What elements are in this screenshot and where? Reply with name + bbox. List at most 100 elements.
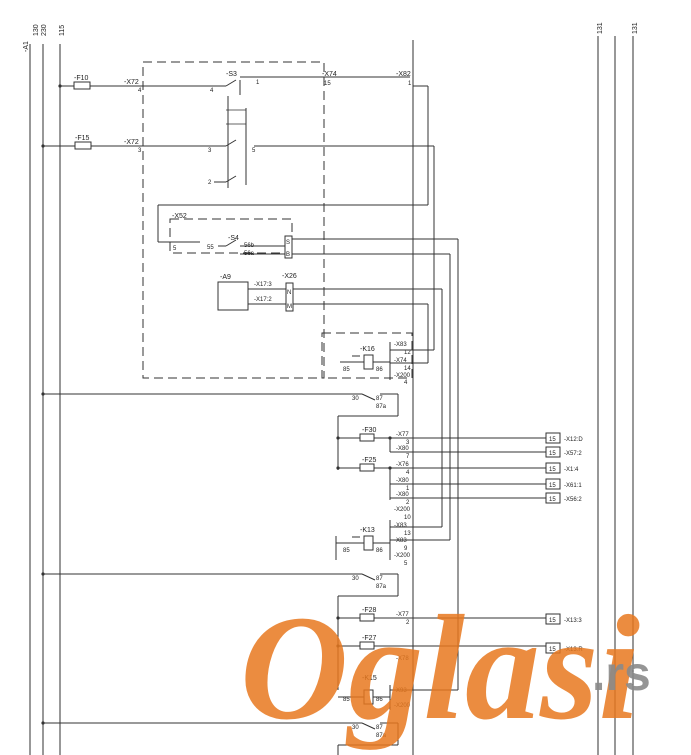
svg-text:2: 2 — [406, 500, 410, 506]
svg-text:5: 5 — [173, 246, 177, 252]
rail-labels: -A1 130 230 115 131 131 — [23, 22, 639, 52]
svg-text:-X200: -X200 — [394, 553, 411, 559]
relay-k16-coil — [363, 354, 374, 370]
svg-text:86: 86 — [376, 367, 383, 373]
svg-text:M: M — [287, 304, 292, 310]
svg-text:-X13:R: -X13:R — [564, 647, 583, 653]
svg-text:15: 15 — [324, 81, 331, 87]
svg-text:30: 30 — [352, 396, 359, 402]
svg-text:15: 15 — [549, 437, 556, 443]
svg-text:3: 3 — [208, 148, 212, 154]
rail-label-131b: 131 — [632, 22, 639, 34]
label-f10: -F10 — [74, 75, 89, 82]
svg-text:-X93: -X93 — [394, 688, 407, 694]
terminals-x74-x82: -X74 15 -X82 1 — [254, 71, 435, 350]
fuse-f27-circuit: -F27 -X78 — [336, 635, 546, 662]
svg-text:-X1:4: -X1:4 — [564, 467, 579, 473]
svg-text:87: 87 — [376, 725, 383, 731]
svg-text:4: 4 — [404, 380, 408, 386]
label-s4: -S4 — [228, 235, 239, 242]
svg-text:-X83: -X83 — [394, 342, 407, 348]
label-k15: -K15 — [362, 675, 377, 682]
svg-text:-X56:2: -X56:2 — [564, 497, 582, 503]
svg-text:14: 14 — [404, 366, 411, 372]
svg-text:87a: 87a — [376, 733, 387, 739]
svg-text:B: B — [286, 252, 290, 258]
rail-label-131a: 131 — [597, 22, 604, 34]
svg-text:2: 2 — [208, 180, 212, 186]
fuse-f15-circuit: -F15 -X72 3 — [41, 135, 214, 154]
svg-text:10: 10 — [404, 515, 411, 521]
svg-text:2: 2 — [406, 620, 410, 626]
svg-text:-X200: -X200 — [394, 703, 411, 709]
label-x72a: -X72 — [124, 79, 139, 86]
svg-text:86: 86 — [376, 697, 383, 703]
relay-contact-1: 30 87 87a — [41, 392, 399, 470]
svg-text:-X83: -X83 — [394, 523, 407, 529]
svg-text:87: 87 — [376, 396, 383, 402]
svg-text:-X200: -X200 — [394, 373, 411, 379]
svg-text:-X13:3: -X13:3 — [564, 618, 582, 624]
svg-text:15: 15 — [549, 483, 556, 489]
label-f15: -F15 — [75, 135, 90, 142]
svg-text:15: 15 — [549, 497, 556, 503]
svg-text:1: 1 — [408, 81, 412, 87]
relay-contact-2: 30 87 87a — [41, 572, 399, 690]
label-x52: -X52 — [172, 213, 187, 220]
svg-text:-X76: -X76 — [396, 462, 409, 468]
relay-k15: -K15 85 86 -X93 -X200 — [338, 675, 458, 710]
label-x82: -X82 — [396, 71, 411, 78]
svg-text:13: 13 — [404, 531, 411, 537]
fuse-f30-circuit: -F30 -X77 3 -X80 7 — [336, 427, 546, 460]
dashed-enclosure-x52 — [169, 218, 293, 254]
svg-text:S: S — [286, 240, 290, 246]
ref-tag: 15 -X13:3 — [545, 613, 582, 625]
svg-text:5: 5 — [404, 561, 408, 567]
module-a9: -A9 -X26 -X17:3 -X17:2 N M — [217, 273, 443, 527]
label-f30: -F30 — [362, 427, 377, 434]
svg-text:15: 15 — [549, 451, 556, 457]
fuse-f10-circuit: -F10 -X72 4 — [58, 75, 214, 94]
label-x72b: -X72 — [124, 139, 139, 146]
svg-text:-X74: -X74 — [394, 358, 407, 364]
label-a9: -A9 — [220, 274, 231, 281]
svg-text:3: 3 — [138, 148, 142, 154]
label-x17-3: -X17:3 — [254, 282, 272, 288]
label-s3: -S3 — [226, 71, 237, 78]
svg-text:-X61:1: -X61:1 — [564, 483, 582, 489]
svg-text:1: 1 — [256, 80, 260, 86]
svg-text:-X77: -X77 — [396, 612, 409, 618]
svg-text:-X80: -X80 — [396, 446, 409, 452]
svg-text:-X78: -X78 — [396, 656, 409, 662]
fuse-f28-circuit: -F28 -X77 2 — [336, 607, 546, 626]
svg-text:87a: 87a — [376, 584, 387, 590]
switch-s3: -S3 4 3 5 2 1 — [208, 71, 320, 188]
svg-text:7: 7 — [406, 454, 410, 460]
label-f28: -F28 — [362, 607, 377, 614]
label-x26: -X26 — [282, 273, 297, 280]
svg-text:-X57:2: -X57:2 — [564, 451, 582, 457]
ref-tag: 15 -X61:1 — [545, 478, 582, 490]
svg-text:-X12:D: -X12:D — [564, 437, 583, 443]
label-k16: -K16 — [360, 346, 375, 353]
svg-text:15: 15 — [549, 647, 556, 653]
reference-tags: 15 -X12:D 15 -X57:2 15 -X1:4 15 -X61:1 1… — [545, 432, 583, 654]
fuse-f25 — [359, 463, 375, 472]
fuse-f15 — [74, 141, 92, 150]
svg-text:85: 85 — [343, 697, 350, 703]
svg-text:87a: 87a — [376, 404, 387, 410]
svg-text:55: 55 — [207, 245, 214, 251]
label-x17-2: -X17:2 — [254, 297, 272, 303]
svg-text:4: 4 — [138, 88, 142, 94]
relay-contact-3: 30 87 87a — [41, 721, 399, 755]
svg-text:3: 3 — [406, 440, 410, 446]
rail-label-a1: -A1 — [23, 41, 30, 52]
fuse-f28 — [359, 613, 375, 622]
ref-tag: 15 -X56:2 — [545, 492, 582, 504]
svg-text:86: 86 — [376, 548, 383, 554]
label-f27: -F27 — [362, 635, 377, 642]
rail-label-230: 230 — [41, 24, 48, 36]
rail-label-130: 130 — [33, 24, 40, 36]
label-k13: -K13 — [360, 527, 375, 534]
